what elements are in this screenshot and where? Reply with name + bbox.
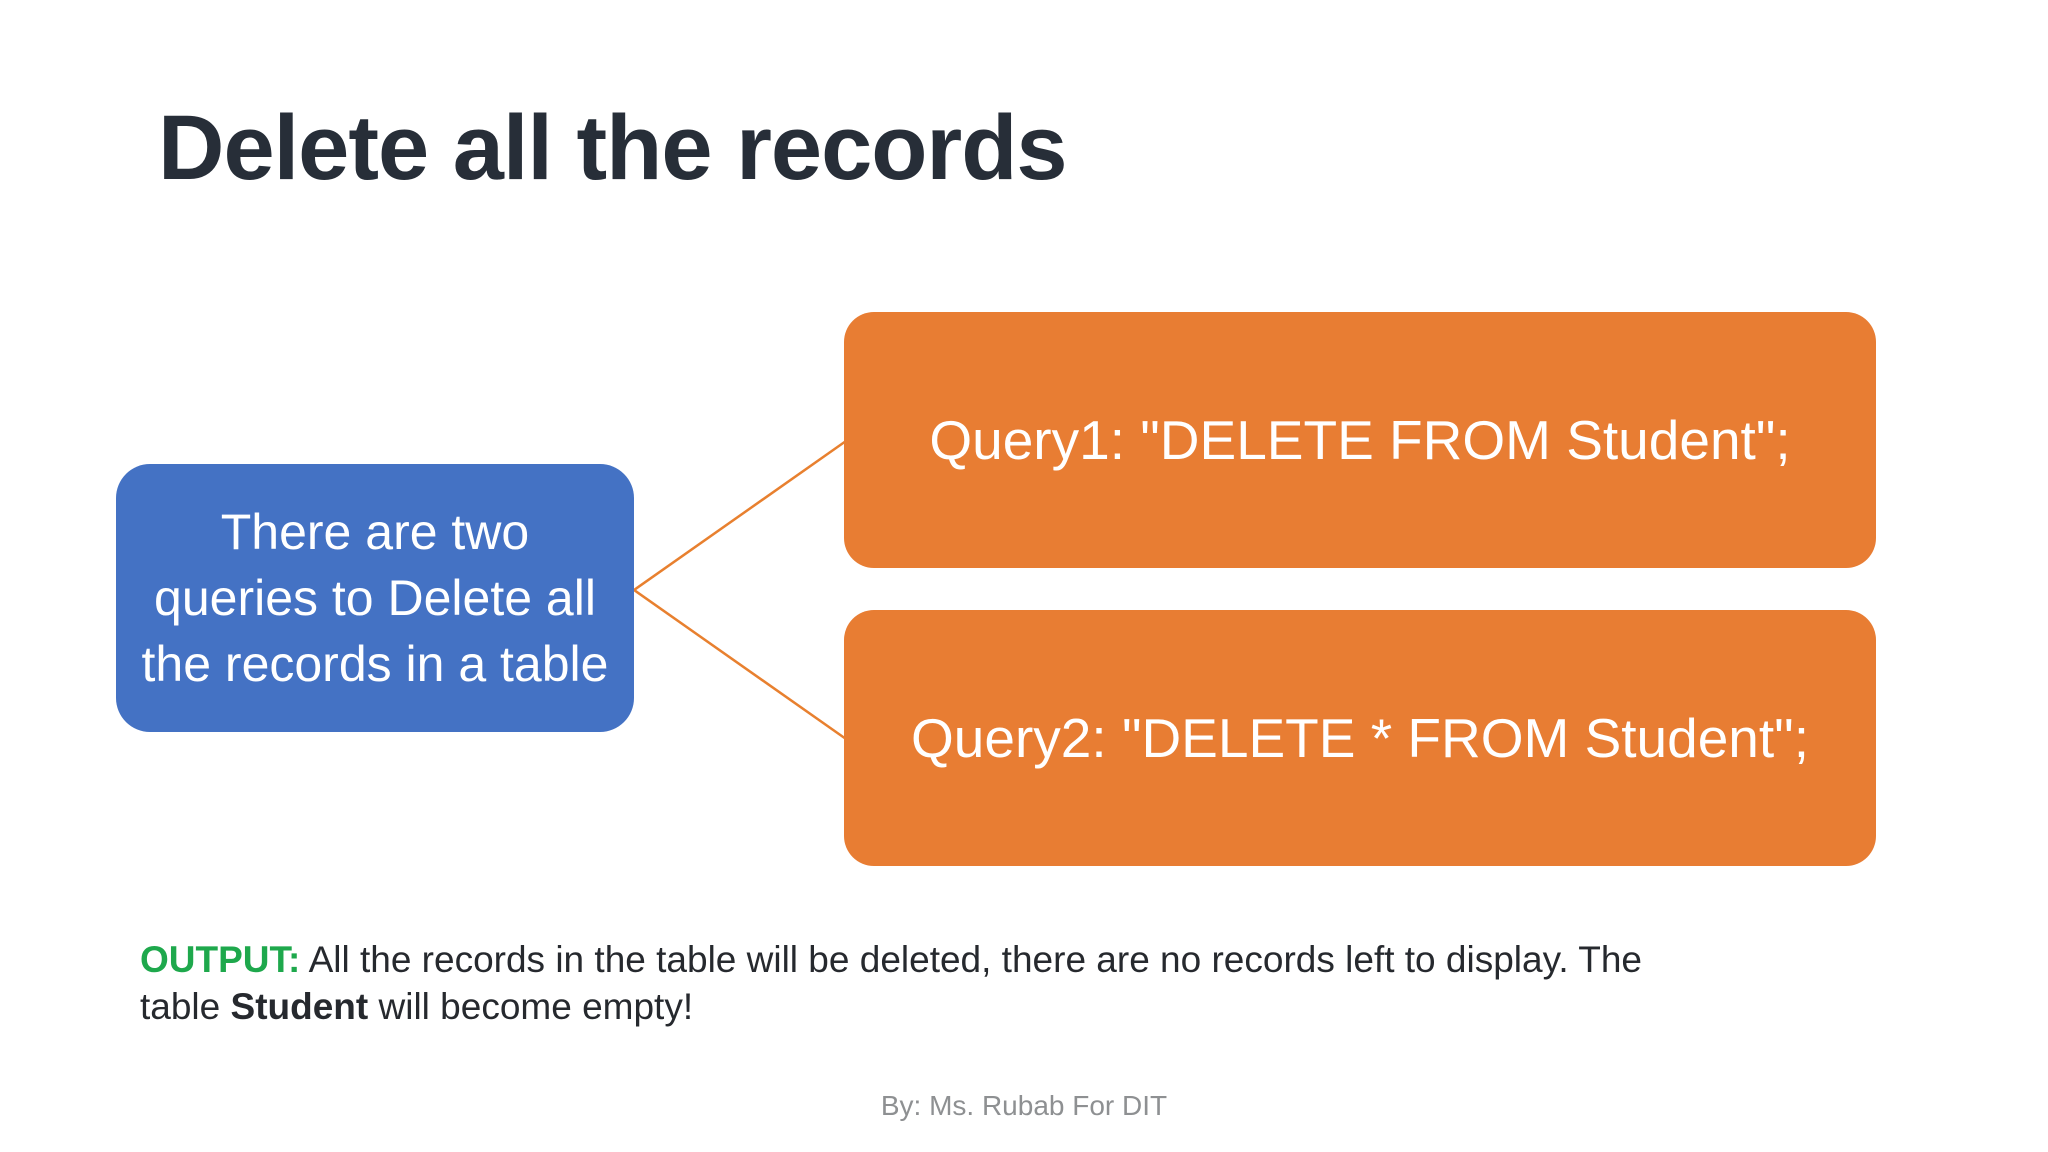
output-bold-word: Student: [230, 986, 369, 1027]
query-box-1: Query1: "DELETE FROM Student";: [844, 312, 1876, 568]
source-box: There are two queries to Delete all the …: [116, 464, 634, 732]
query-box-2: Query2: "DELETE * FROM Student";: [844, 610, 1876, 866]
slide-title: Delete all the records: [158, 97, 1068, 199]
footer-credit: By: Ms. Rubab For DIT: [880, 1090, 1168, 1121]
connector-line-bottom: [633, 588, 847, 741]
query-box-1-label: Query1: "DELETE FROM Student";: [929, 409, 1791, 471]
connector-line-top: [633, 439, 847, 592]
source-box-line-1: There are two: [220, 504, 530, 560]
source-box-line-2: queries to Delete all: [154, 570, 596, 626]
query-box-2-label: Query2: "DELETE * FROM Student";: [911, 707, 1809, 769]
output-text-suffix: will become empty!: [368, 986, 694, 1027]
source-box-line-3: the records in a table: [141, 636, 609, 692]
output-text-prefix: All the records in the table will be del…: [140, 939, 1642, 1027]
output-label: OUTPUT:: [140, 939, 301, 980]
output-paragraph: OUTPUT: All the records in the table wil…: [140, 936, 1650, 1030]
